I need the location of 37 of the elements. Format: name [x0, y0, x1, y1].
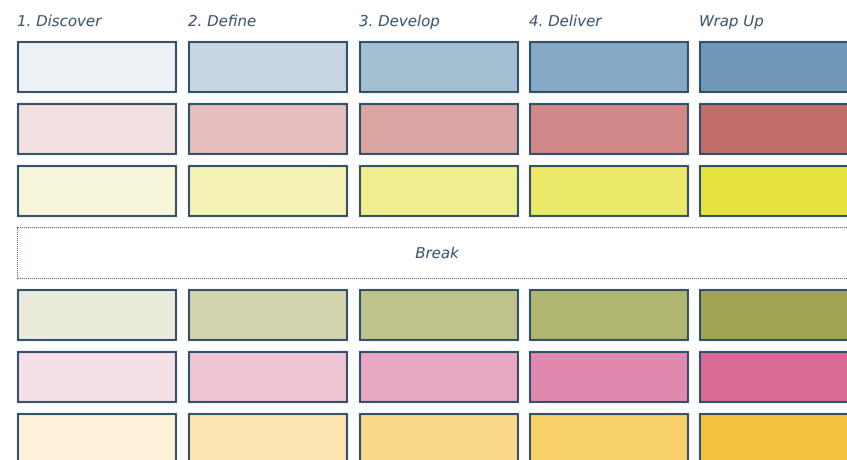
color-block: [699, 103, 847, 155]
color-block: [17, 289, 177, 341]
color-block: [188, 103, 348, 155]
break-label: Break: [415, 244, 459, 262]
color-block: [359, 413, 519, 460]
color-block: [17, 103, 177, 155]
color-block: [188, 413, 348, 460]
color-block: [359, 289, 519, 341]
color-block: [529, 103, 689, 155]
color-block: [188, 41, 348, 93]
color-block: [529, 413, 689, 460]
color-block: [188, 289, 348, 341]
column-heading: 4. Deliver: [529, 12, 602, 30]
color-block: [17, 165, 177, 217]
color-block: [359, 351, 519, 403]
color-block: [188, 351, 348, 403]
color-block: [699, 165, 847, 217]
color-block: [359, 103, 519, 155]
color-block: [359, 165, 519, 217]
column-heading: Wrap Up: [699, 12, 764, 30]
color-block: [529, 165, 689, 217]
color-block: [699, 351, 847, 403]
column-heading: 3. Develop: [359, 12, 440, 30]
color-block: [17, 351, 177, 403]
color-block: [699, 413, 847, 460]
column-heading: 1. Discover: [17, 12, 102, 30]
color-block: [699, 41, 847, 93]
color-block: [359, 41, 519, 93]
color-block: [17, 41, 177, 93]
color-block: [529, 289, 689, 341]
color-block: [188, 165, 348, 217]
color-block: [699, 289, 847, 341]
column-heading: 2. Define: [188, 12, 256, 30]
color-block: [529, 351, 689, 403]
color-block: [17, 413, 177, 460]
break-band: [17, 227, 847, 279]
color-block: [529, 41, 689, 93]
